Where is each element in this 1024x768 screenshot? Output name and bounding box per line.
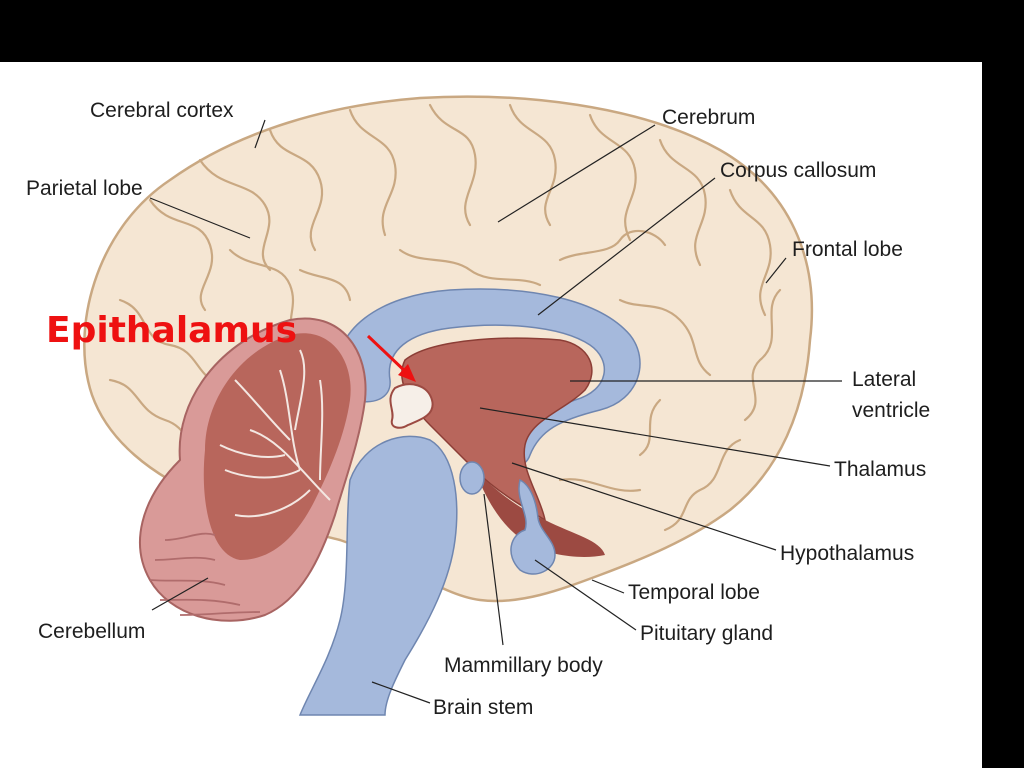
leader-hypothalamus — [511, 462, 777, 551]
leader-cerebellum — [151, 577, 209, 611]
arbor-vitae — [219, 349, 331, 518]
pituitary-gland — [510, 478, 556, 575]
leader-pituitary-gland — [534, 559, 637, 631]
thalamus-region — [401, 337, 593, 522]
label-cerebrum: Cerebrum — [662, 106, 755, 129]
mammillary-body — [459, 461, 485, 495]
leader-corpus-callosum — [537, 177, 716, 316]
label-parietal-lobe: Parietal lobe — [26, 177, 143, 200]
cerebellum-folia — [149, 532, 261, 616]
label-thalamus: Thalamus — [834, 458, 926, 481]
label-brain-stem: Brain stem — [433, 696, 533, 719]
cerebral-gyri — [108, 103, 782, 532]
leader-lines — [149, 119, 842, 704]
hypothalamus-region — [475, 470, 605, 557]
label-pituitary-gland: Pituitary gland — [640, 622, 773, 645]
leader-thalamus — [479, 407, 831, 467]
leader-mammillary-body — [483, 493, 504, 646]
cerebral-aqueduct — [389, 383, 434, 429]
epithalamus-arrow — [366, 334, 416, 382]
label-cerebral-cortex: Cerebral cortex — [90, 99, 234, 122]
brain-stem — [298, 435, 458, 716]
label-frontal-lobe: Frontal lobe — [792, 238, 903, 261]
label-epithalamus: Epithalamus — [46, 310, 297, 351]
leader-cerebrum — [497, 124, 656, 223]
label-temporal-lobe: Temporal lobe — [628, 581, 760, 604]
leader-brain-stem — [371, 681, 431, 704]
leader-parietal-lobe — [149, 197, 251, 239]
label-hypothalamus: Hypothalamus — [780, 542, 914, 565]
leader-frontal-lobe — [765, 257, 787, 284]
leader-cerebral-cortex — [254, 119, 266, 149]
label-cerebellum: Cerebellum — [38, 620, 145, 643]
leader-temporal-lobe — [591, 579, 625, 594]
label-lateral-ventricle-line1: Lateral — [852, 368, 916, 391]
label-mammillary-body: Mammillary body — [444, 654, 603, 677]
label-lateral-ventricle-line2: ventricle — [852, 399, 930, 422]
label-corpus-callosum: Corpus callosum — [720, 159, 876, 182]
